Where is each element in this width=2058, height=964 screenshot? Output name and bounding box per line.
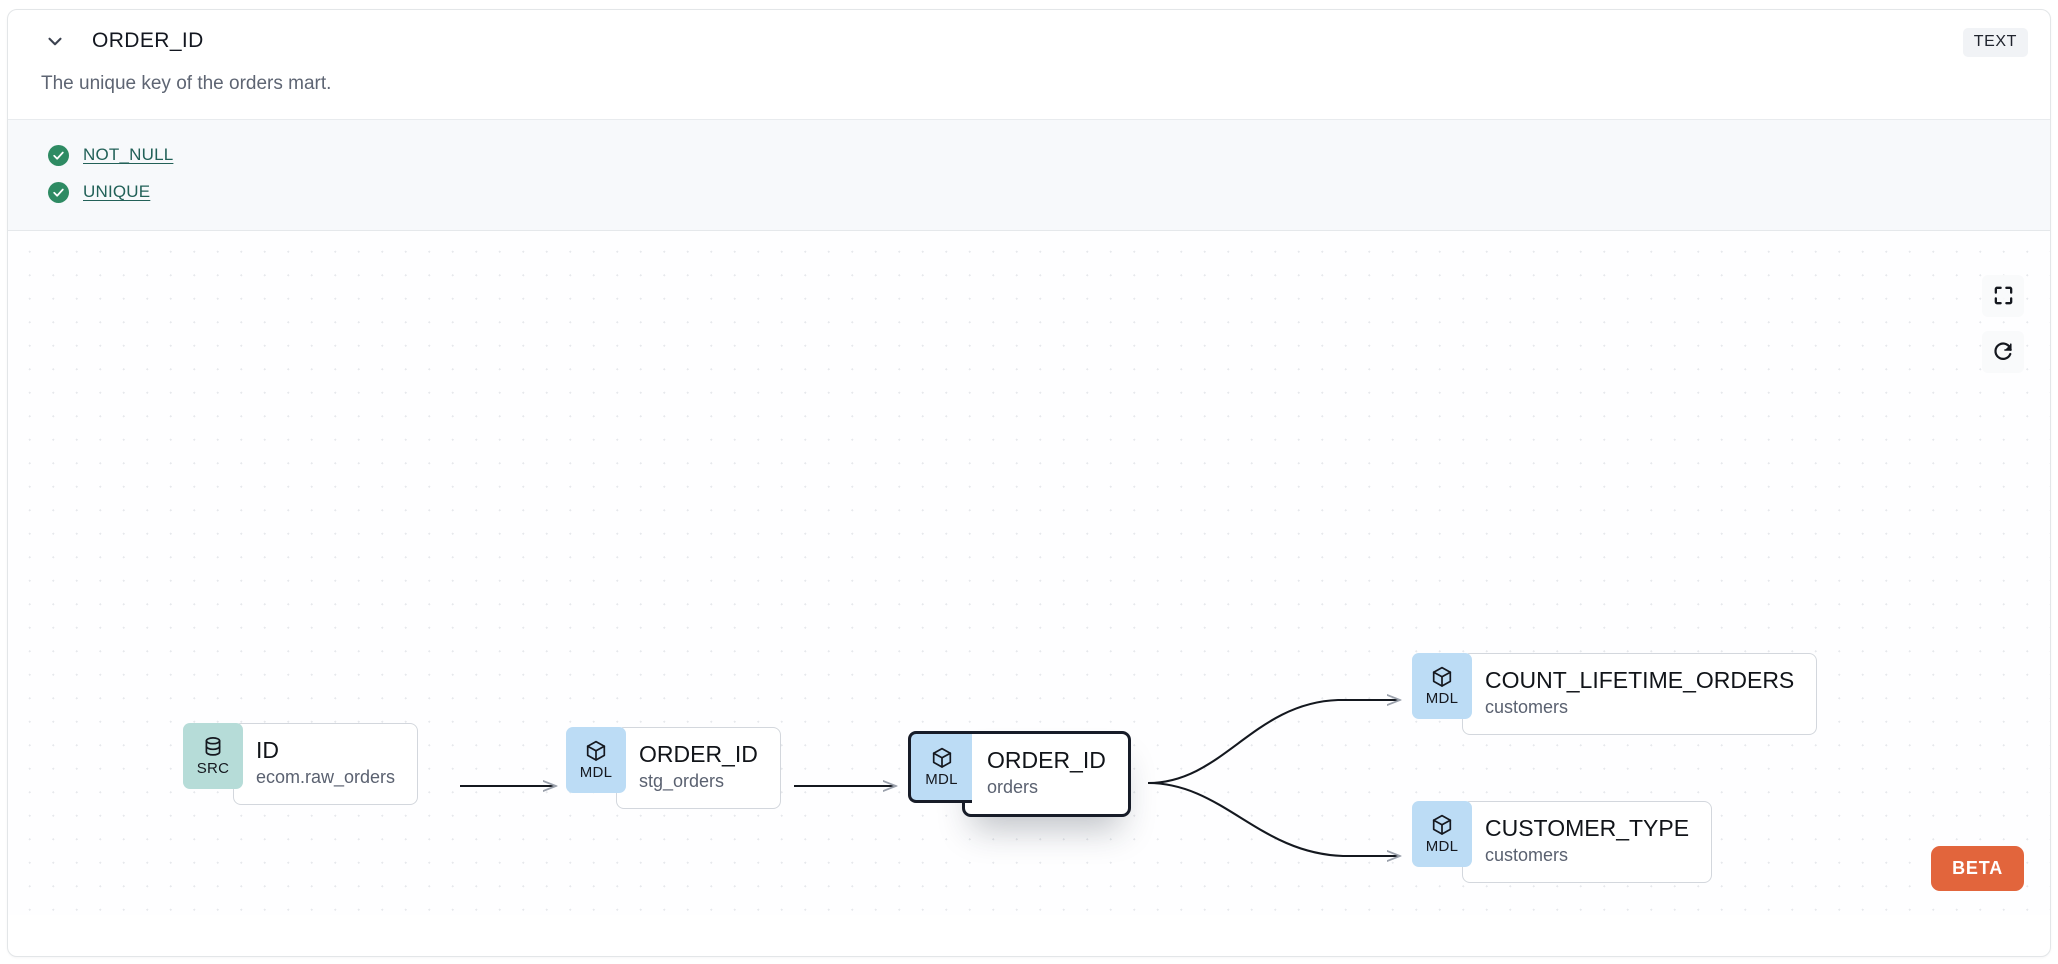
test-row[interactable]: UNIQUE	[8, 174, 2050, 211]
lineage-node-orders[interactable]: MDL ORDER_ID orders	[908, 730, 1131, 817]
lineage-node-src[interactable]: SRC ID ecom.raw_orders	[183, 722, 419, 805]
database-icon	[205, 737, 221, 756]
card-header: ORDER_ID TEXT	[8, 10, 2050, 72]
refresh-icon	[1993, 342, 2012, 361]
node-body: ORDER_ID stg_orders	[616, 726, 781, 809]
edge-orders-count	[1147, 700, 1400, 784]
node-badge-label: SRC	[196, 760, 230, 778]
lineage-node-stg-orders[interactable]: MDL ORDER_ID stg_orders	[566, 726, 781, 809]
check-circle-icon	[48, 181, 69, 203]
edge-orders-custtype	[1147, 781, 1400, 856]
test-row[interactable]: NOT_NULL	[8, 137, 2050, 174]
cube-icon	[586, 740, 606, 762]
node-body: COUNT_LIFETIME_ORDERS customers	[1462, 652, 1818, 735]
node-body: ORDER_ID orders	[962, 730, 1131, 817]
lineage-node-customer-type[interactable]: MDL CUSTOMER_TYPE customers	[1412, 800, 1713, 883]
node-column-name: ID	[256, 736, 279, 763]
node-badge-src: SRC	[183, 722, 243, 789]
node-badge-mdl: MDL	[908, 730, 972, 803]
column-type-badge: TEXT	[1962, 28, 2028, 57]
column-detail-card: ORDER_ID TEXT The unique key of the orde…	[7, 9, 2051, 957]
test-link-unique[interactable]: UNIQUE	[83, 182, 151, 202]
node-body: ID ecom.raw_orders	[233, 722, 419, 805]
lineage-canvas[interactable]: SRC ID ecom.raw_orders MDL	[8, 230, 2050, 915]
page-title: ORDER_ID	[92, 29, 204, 52]
cube-icon	[932, 747, 951, 769]
node-column-name: CUSTOMER_TYPE	[1485, 814, 1690, 841]
node-column-name: ORDER_ID	[639, 740, 758, 767]
node-badge-mdl: MDL	[1412, 652, 1472, 719]
lineage-node-count-lifetime-orders[interactable]: MDL COUNT_LIFETIME_ORDERS customers	[1412, 652, 1818, 735]
node-resource-name: stg_orders	[639, 771, 725, 792]
node-resource-name: orders	[987, 777, 1039, 798]
node-body: CUSTOMER_TYPE customers	[1462, 800, 1713, 883]
reset-view-button[interactable]	[1982, 330, 2024, 373]
node-column-name: COUNT_LIFETIME_ORDERS	[1485, 666, 1795, 693]
node-badge-label: MDL	[925, 771, 958, 789]
cube-icon	[1432, 814, 1452, 836]
tests-section: NOT_NULL UNIQUE	[8, 118, 2050, 231]
fullscreen-icon	[1994, 286, 2012, 305]
fit-view-button[interactable]	[1982, 274, 2024, 317]
node-badge-label: MDL	[1425, 690, 1459, 708]
node-resource-name: customers	[1485, 845, 1569, 866]
check-circle-icon	[48, 144, 69, 166]
node-resource-name: ecom.raw_orders	[256, 767, 396, 788]
node-badge-label: MDL	[1425, 838, 1459, 856]
cube-icon	[1432, 666, 1452, 688]
beta-badge[interactable]: BETA	[1931, 845, 2024, 891]
node-badge-mdl: MDL	[566, 726, 626, 793]
node-badge-label: MDL	[579, 764, 613, 782]
test-link-not-null[interactable]: NOT_NULL	[83, 145, 174, 165]
node-column-name: ORDER_ID	[987, 746, 1106, 773]
chevron-down-icon[interactable]	[40, 26, 70, 56]
node-badge-mdl: MDL	[1412, 800, 1472, 867]
column-description: The unique key of the orders mart.	[41, 73, 332, 94]
lineage-edges	[460, 231, 2050, 915]
node-resource-name: customers	[1485, 697, 1569, 718]
canvas-controls	[1982, 274, 2024, 373]
